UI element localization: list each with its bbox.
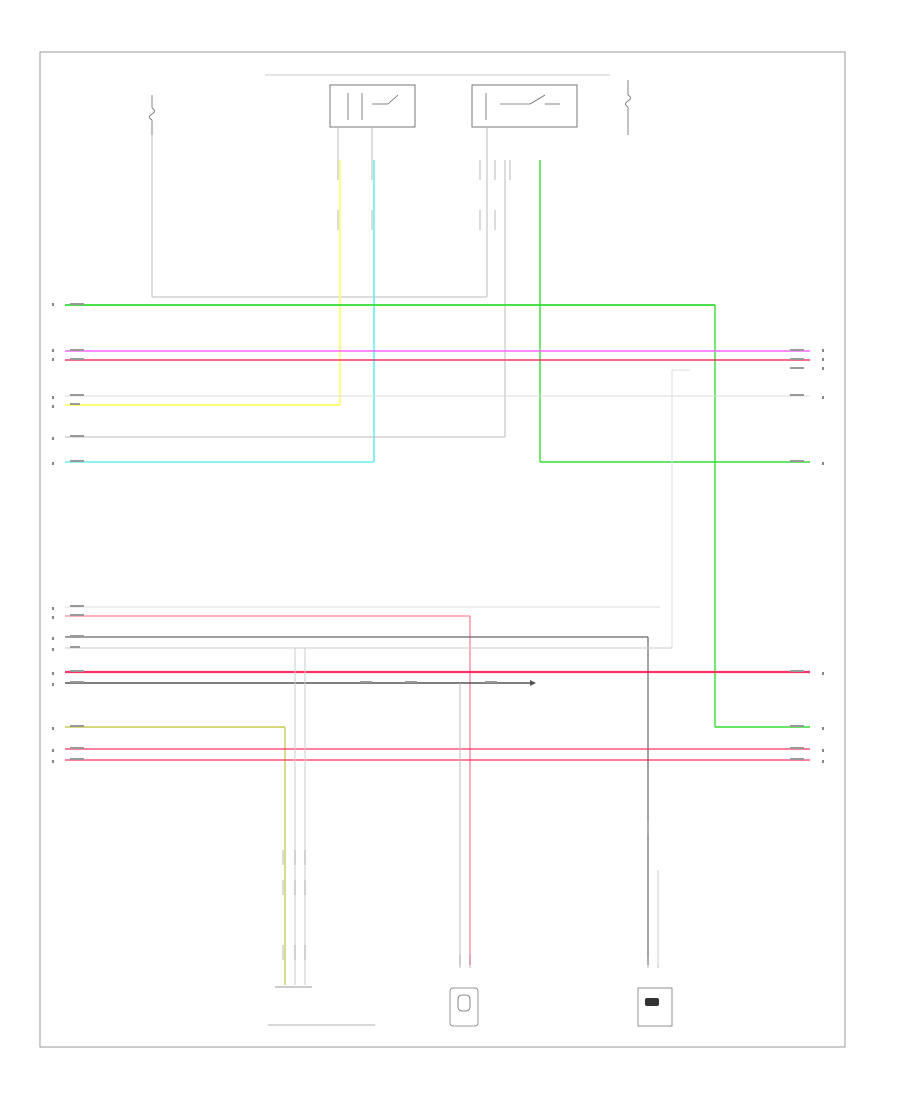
fuse-right-icon xyxy=(625,80,631,135)
relay-left-switch-icon xyxy=(347,93,399,120)
diagram-frame xyxy=(39,51,846,1048)
relay-connector-pins xyxy=(337,160,541,230)
fuse-left-icon xyxy=(149,95,155,135)
comp-right-box xyxy=(637,987,673,1027)
comp-mid-sensor-icon xyxy=(457,994,471,1012)
wire-dark-arrow-icon xyxy=(530,680,536,686)
relay-left-box xyxy=(329,84,416,128)
relay-right-switch-icon xyxy=(485,93,560,120)
comp-right-motor-icon xyxy=(645,998,659,1006)
left-edge-terminals xyxy=(52,303,54,763)
right-edge-terminals xyxy=(822,349,824,763)
wire-tag-stubs xyxy=(70,303,804,760)
relay-right-box xyxy=(471,84,578,128)
comp-mid-box xyxy=(449,987,479,1027)
